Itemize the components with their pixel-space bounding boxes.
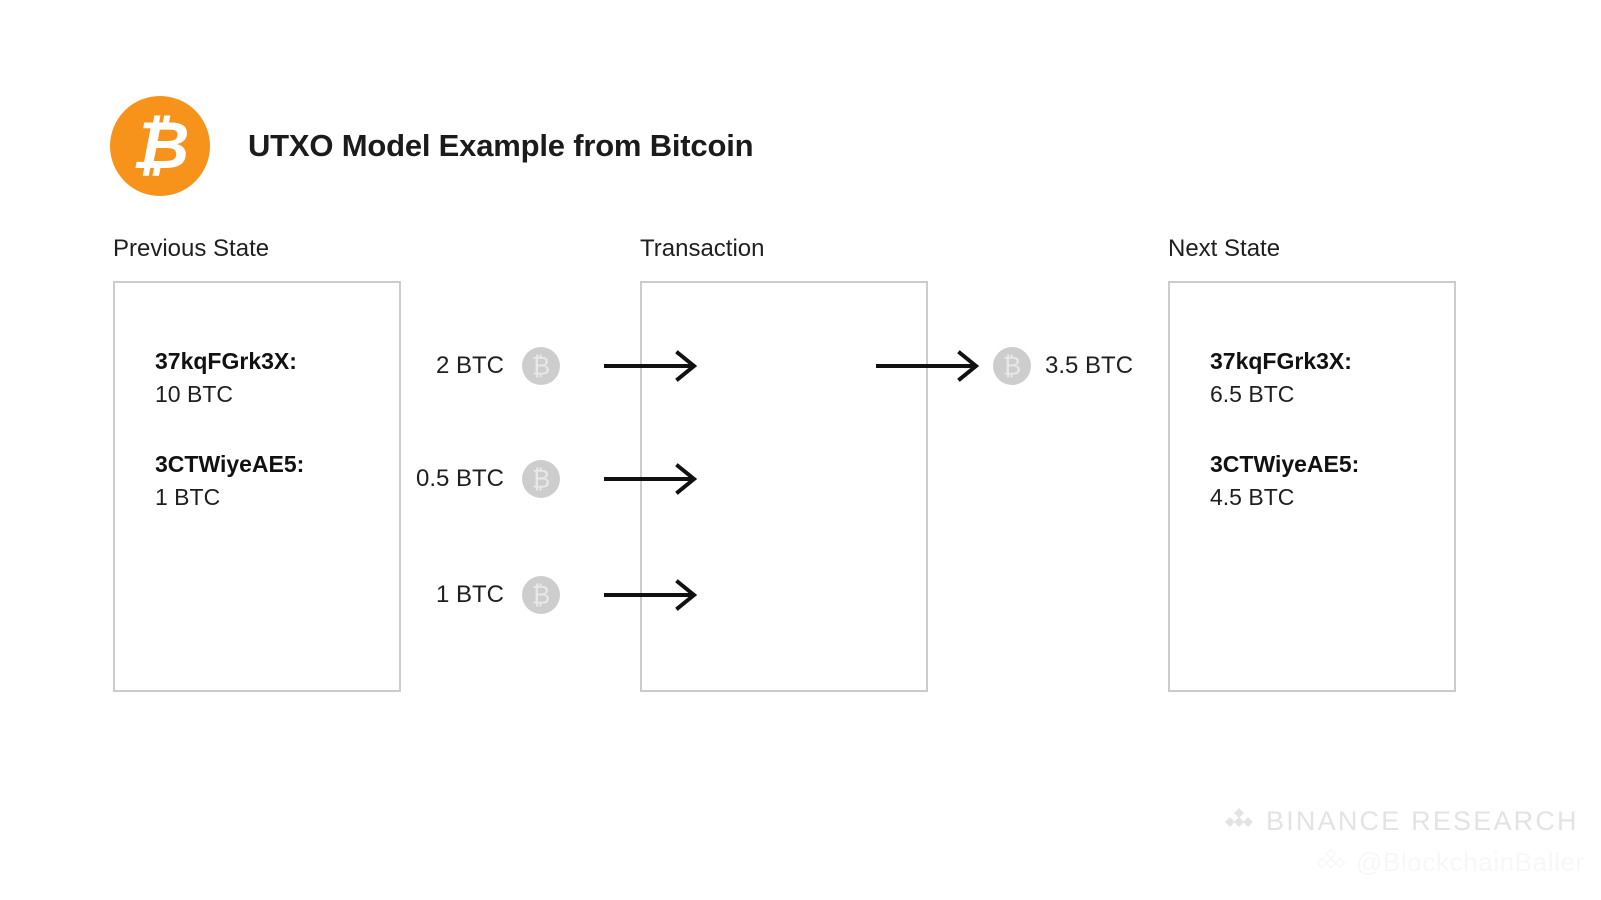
input-amount: 0.5 BTC — [415, 465, 504, 492]
bitcoin-symbol-glyph: ₿ — [131, 107, 190, 184]
transaction-box — [640, 281, 928, 692]
previous-state-box: 37kqFGrk3X: 10 BTC 3CTWiyeAE5: 1 BTC — [113, 281, 401, 692]
bitcoin-coin-icon: ₿ — [522, 347, 560, 385]
watermark-handle-text: @BlockchainBaller — [1356, 847, 1585, 877]
title-block: ₿ UTXO Model Example from Bitcoin — [110, 96, 754, 196]
watermark-binance-text: BINANCE RESEARCH — [1266, 806, 1579, 836]
column-header-previous-state: Previous State — [113, 235, 270, 262]
previous-state-account-list: 37kqFGrk3X: 10 BTC 3CTWiyeAE5: 1 BTC — [155, 345, 389, 514]
account-entry: 37kqFGrk3X: 6.5 BTC — [1210, 345, 1444, 410]
input-amount: 2 BTC — [435, 352, 504, 379]
account-entry: 37kqFGrk3X: 10 BTC — [155, 345, 389, 410]
watermark-handle: @BlockchainBaller — [1316, 847, 1585, 878]
binance-logo-icon — [1225, 807, 1253, 827]
bitcoin-symbol-glyph: ₿ — [1002, 351, 1022, 381]
output-amount: 3.5 BTC — [1045, 352, 1134, 379]
watermark-binance-research: BINANCE RESEARCH — [1224, 806, 1579, 837]
bitcoin-symbol-glyph: ₿ — [531, 580, 551, 610]
transaction-input-row: 2 BTC ₿ — [360, 346, 560, 386]
binance-logo-icon — [1316, 847, 1346, 869]
page-title: UTXO Model Example from Bitcoin — [248, 128, 754, 163]
account-balance: 10 BTC — [155, 380, 233, 407]
column-header-next-state: Next State — [1168, 235, 1281, 262]
input-amount: 1 BTC — [435, 581, 504, 608]
account-entry: 3CTWiyeAE5: 1 BTC — [155, 448, 389, 513]
next-state-account-list: 37kqFGrk3X: 6.5 BTC 3CTWiyeAE5: 4.5 BTC — [1210, 345, 1444, 514]
bitcoin-coin-icon: ₿ — [522, 576, 560, 614]
account-entry: 3CTWiyeAE5: 4.5 BTC — [1210, 448, 1444, 513]
account-address: 3CTWiyeAE5: — [155, 451, 305, 478]
account-address: 37kqFGrk3X: — [1210, 348, 1352, 374]
input-arrow-icon — [604, 579, 698, 611]
bitcoin-logo-icon: ₿ — [110, 96, 210, 196]
input-arrow-icon — [604, 463, 698, 495]
input-arrow-icon — [604, 350, 698, 382]
account-address: 3CTWiyeAE5: — [1210, 451, 1360, 478]
account-balance: 6.5 BTC — [1210, 380, 1295, 407]
account-balance: 4.5 BTC — [1210, 483, 1295, 510]
account-balance: 1 BTC — [155, 483, 221, 510]
transaction-output-row: ₿ 3.5 BTC — [993, 346, 1133, 386]
bitcoin-symbol-glyph: ₿ — [531, 351, 551, 381]
next-state-box: 37kqFGrk3X: 6.5 BTC 3CTWiyeAE5: 4.5 BTC — [1168, 281, 1456, 692]
bitcoin-coin-icon: ₿ — [993, 347, 1031, 385]
column-header-transaction: Transaction — [640, 235, 765, 262]
transaction-input-row: 1 BTC ₿ — [360, 575, 560, 615]
account-address: 37kqFGrk3X: — [155, 348, 297, 374]
output-arrow-icon — [876, 350, 980, 382]
transaction-input-row: 0.5 BTC ₿ — [360, 459, 560, 499]
bitcoin-coin-icon: ₿ — [522, 460, 560, 498]
bitcoin-symbol-glyph: ₿ — [531, 464, 551, 494]
